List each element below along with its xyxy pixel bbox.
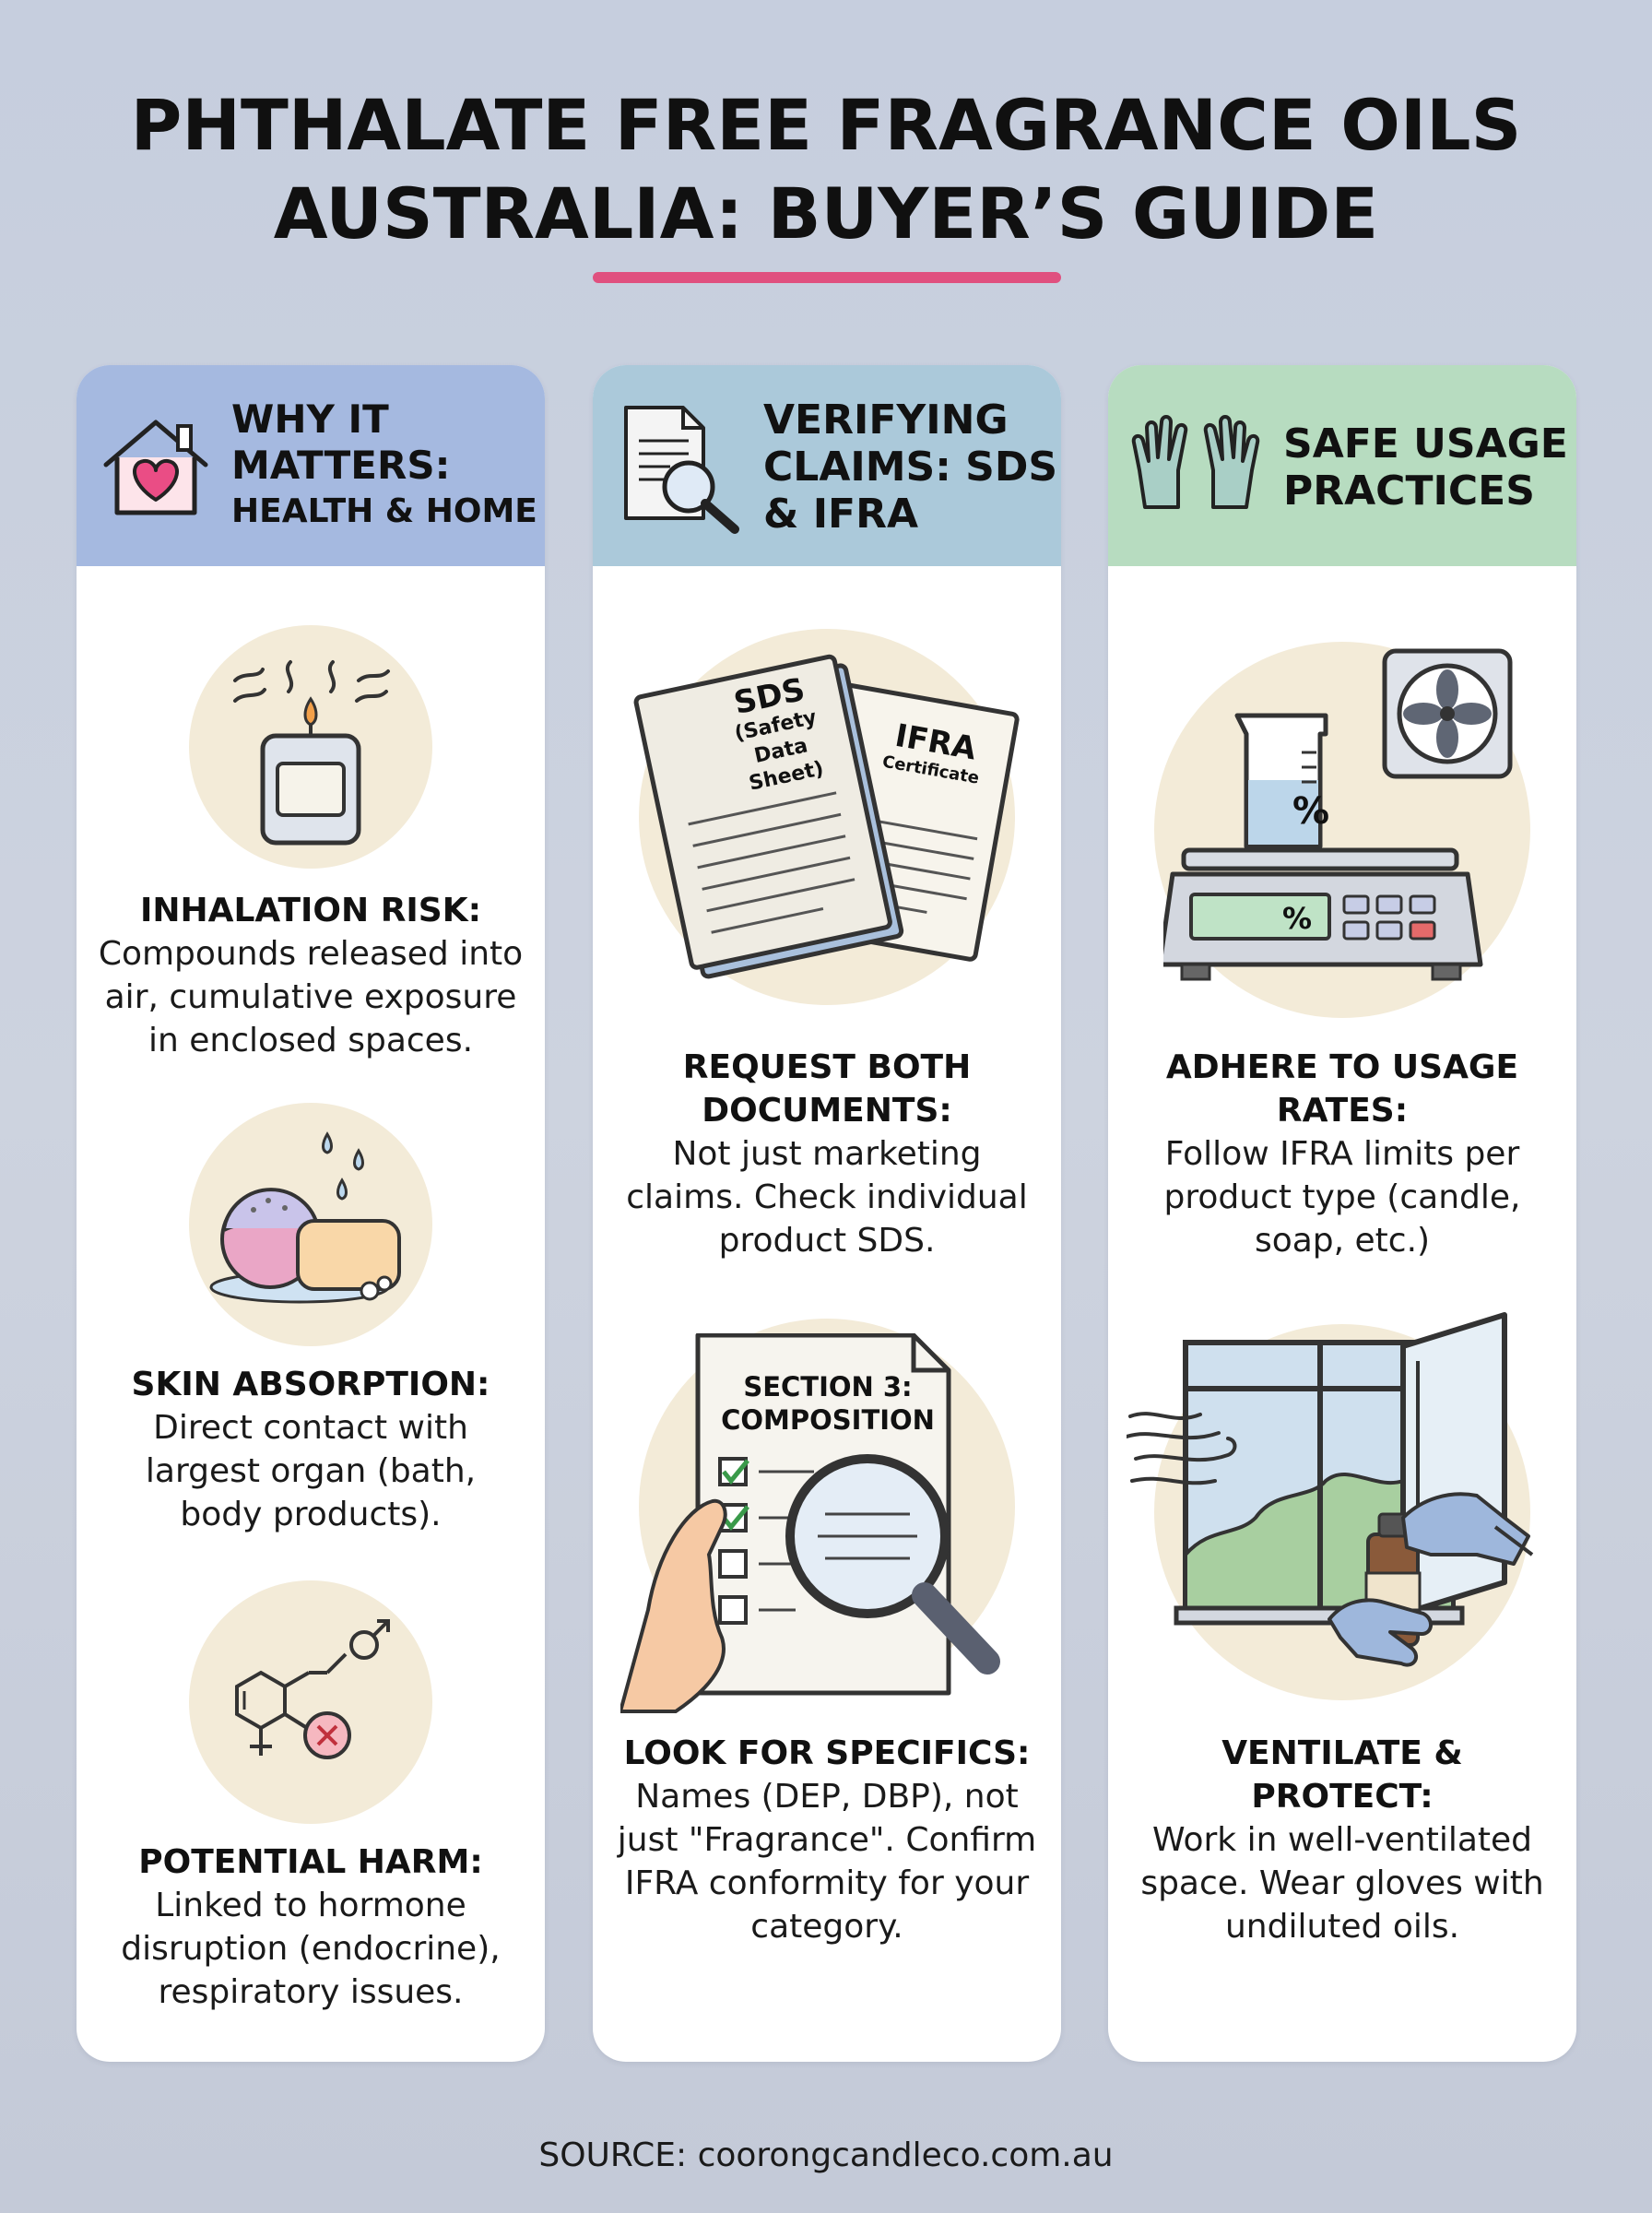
column-heading: SAFE USAGE PRACTICES: [1283, 420, 1568, 515]
column-header: SAFE USAGE PRACTICES: [1108, 365, 1576, 566]
title-underline: [593, 272, 1061, 283]
window-ventilate-icon: [1127, 1312, 1534, 1667]
item-text: Not just marketing claims. Check individ…: [626, 1135, 1028, 1260]
column-safe-usage: SAFE USAGE PRACTICES % %: [1108, 365, 1576, 2062]
source-credit: SOURCE: coorongcandleco.com.au: [538, 2136, 1114, 2174]
item-text: Direct contact with largest organ (bath,…: [145, 1409, 477, 1533]
item-text: Names (DEP, DBP), not just "Fragrance". …: [617, 1778, 1037, 1946]
page-title-line-1: PHTHALATE FREE FRAGRANCE OILS: [130, 84, 1522, 166]
documents-icon: [633, 654, 1020, 979]
item-text: Follow IFRA limits per product type (can…: [1163, 1135, 1521, 1260]
item-request-both-documents: REQUEST BOTH DOCUMENTS: Not just marketi…: [593, 1046, 1061, 1262]
item-inhalation-risk: INHALATION RISK: Compounds released into…: [77, 889, 545, 1062]
item-title: VENTILATE & PROTECT:: [1221, 1734, 1463, 1816]
column-header: WHY IT MATTERS: HEALTH & HOME: [77, 365, 545, 566]
scale-beaker-icon: [1163, 648, 1513, 981]
item-text: Work in well-ventilated space. Wear glov…: [1140, 1821, 1544, 1946]
page-title: PHTHALATE FREE FRAGRANCE OILS AUSTRALIA:…: [0, 81, 1652, 258]
item-title: POTENTIAL HARM:: [138, 1843, 483, 1881]
gloves-icon: [1131, 415, 1260, 509]
item-skin-absorption: SKIN ABSORPTION: Direct contact with lar…: [77, 1363, 545, 1536]
item-look-for-specifics: LOOK FOR SPECIFICS: Names (DEP, DBP), no…: [593, 1732, 1061, 1948]
item-title: LOOK FOR SPECIFICS:: [623, 1734, 1031, 1772]
bath-bomb-soap-icon: [209, 1131, 401, 1304]
item-title: ADHERE TO USAGE RATES:: [1165, 1048, 1519, 1130]
item-title: INHALATION RISK:: [139, 892, 482, 929]
checklist-magnifier-icon: [620, 1333, 1000, 1713]
column-header: VERIFYING CLAIMS: SDS & IFRA: [593, 365, 1061, 566]
house-heart-icon: [103, 420, 208, 515]
column-heading-line-2: HEALTH & HOME: [231, 492, 537, 530]
icon-circle: [189, 1580, 432, 1824]
item-text: Compounds released into air, cumulative …: [98, 935, 524, 1059]
column-heading-line-1: WHY IT MATTERS:: [231, 396, 451, 488]
item-ventilate-and-protect: VENTILATE & PROTECT: Work in well-ventil…: [1108, 1732, 1576, 1948]
item-title: SKIN ABSORPTION:: [131, 1366, 490, 1403]
beaker-percent-label: %: [1292, 790, 1330, 833]
candle-icon: [233, 660, 390, 846]
column-heading: VERIFYING CLAIMS: SDS & IFRA: [763, 396, 1058, 538]
section-3-composition-label: SECTION 3: COMPOSITION: [721, 1371, 935, 1436]
column-why-it-matters: WHY IT MATTERS: HEALTH & HOME INHALATION…: [77, 365, 545, 2062]
item-potential-harm: POTENTIAL HARM: Linked to hormone disrup…: [77, 1840, 545, 2014]
item-text: Linked to hormone disruption (endocrine)…: [121, 1887, 501, 2011]
item-title: REQUEST BOTH DOCUMENTS:: [682, 1048, 972, 1130]
document-search-icon: [624, 406, 739, 534]
column-verifying-claims: VERIFYING CLAIMS: SDS & IFRA SDS (Safety…: [593, 365, 1061, 2062]
column-heading: WHY IT MATTERS: HEALTH & HOME: [231, 396, 540, 535]
page-title-line-2: AUSTRALIA: BUYER’S GUIDE: [273, 172, 1379, 254]
scale-display-percent-label: %: [1281, 901, 1313, 936]
hormone-molecule-icon: [235, 1619, 390, 1759]
item-adhere-to-usage-rates: ADHERE TO USAGE RATES: Follow IFRA limit…: [1108, 1046, 1576, 1262]
